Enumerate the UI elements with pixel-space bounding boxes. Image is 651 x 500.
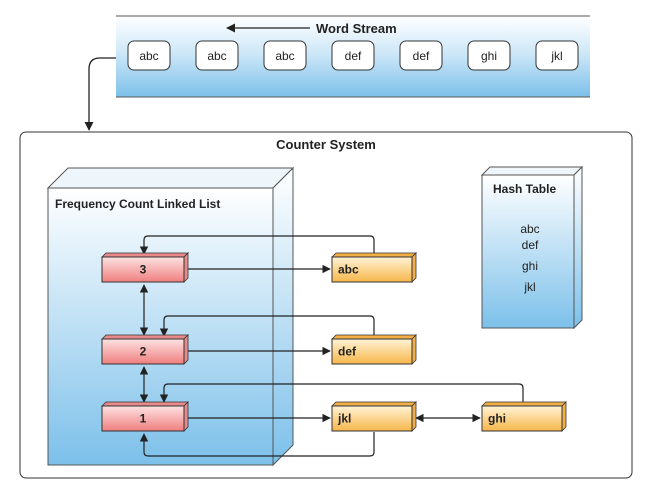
word-node-jkl: jkl (331, 401, 417, 432)
stream-word-label: abc (207, 49, 226, 63)
stream-word-label: jkl (550, 49, 562, 63)
word-stream-panel: Word Stream abc abc abc def def ghi jkl (116, 15, 590, 98)
stream-word-2: abc (263, 40, 307, 71)
word-node-list: abc def jkl ghi (331, 252, 567, 432)
hash-table-container: Hash Table abc def ghi jkl (480, 165, 584, 330)
stream-word-0: abc (127, 40, 171, 71)
stream-word-4: def (399, 40, 443, 71)
count-node-2-label: 2 (140, 345, 147, 359)
hash-entry-jkl: jkl (523, 280, 535, 294)
linked-list-container: Frequency Count Linked List (46, 166, 295, 467)
linked-list-title: Frequency Count Linked List (55, 197, 220, 211)
counter-system-title: Counter System (276, 137, 376, 152)
stream-word-6: jkl (535, 40, 579, 71)
stream-word-label: abc (139, 49, 158, 63)
count-node-1: 1 (101, 401, 189, 432)
stream-word-1: abc (195, 40, 239, 71)
stream-word-label: def (345, 49, 362, 63)
stream-word-label: abc (275, 49, 294, 63)
count-node-list: 3 2 1 (101, 252, 189, 432)
count-node-3-label: 3 (140, 263, 147, 277)
stream-word-label: def (413, 49, 430, 63)
stream-word-5: ghi (467, 40, 511, 71)
word-node-ghi-label: ghi (488, 412, 506, 426)
count-node-1-label: 1 (140, 412, 147, 426)
stream-word-3: def (331, 40, 375, 71)
word-stream-title: Word Stream (316, 21, 397, 36)
hash-entry-abc: abc (520, 222, 539, 236)
hash-entry-def: def (522, 238, 539, 252)
word-node-ghi: ghi (481, 401, 567, 432)
hash-entry-ghi: ghi (522, 259, 538, 273)
word-node-def: def (331, 334, 417, 365)
hash-entry-list: abc def ghi jkl (520, 222, 539, 294)
word-node-abc-label: abc (338, 263, 359, 277)
word-node-abc: abc (331, 252, 417, 283)
count-node-2: 2 (101, 334, 189, 365)
stream-word-list: abc abc abc def def ghi jkl (127, 40, 579, 71)
hash-table-title: Hash Table (493, 182, 556, 196)
stream-word-label: ghi (481, 49, 497, 63)
stream-to-counter-arrow (84, 57, 116, 131)
connectors (139, 235, 524, 457)
count-node-3: 3 (101, 252, 189, 283)
word-node-jkl-label: jkl (337, 412, 351, 426)
word-node-def-label: def (338, 345, 357, 359)
